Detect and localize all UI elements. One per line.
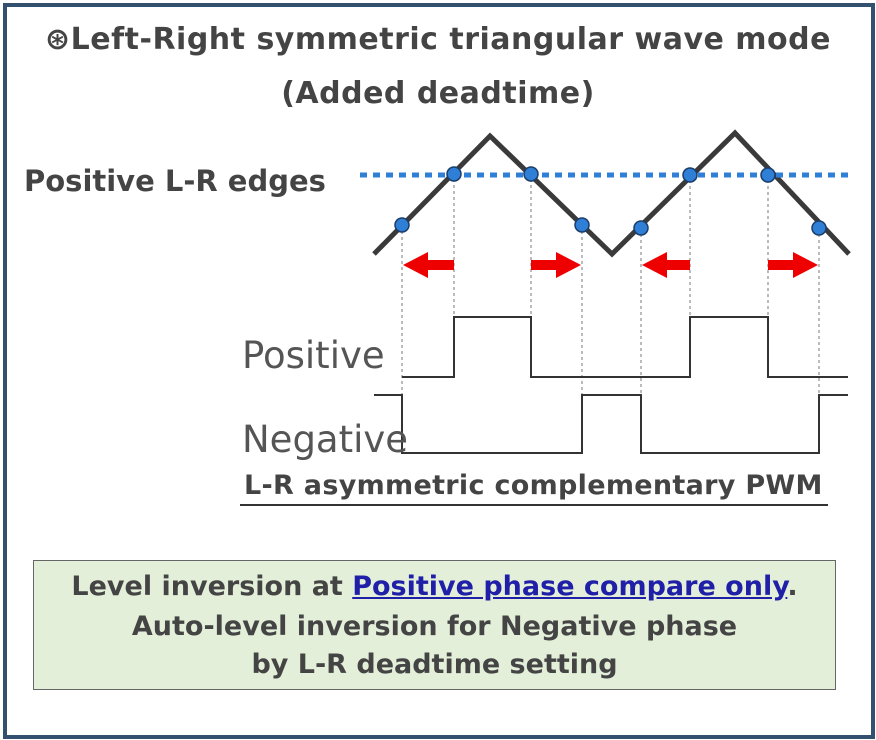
positive-edges-label: Positive L-R edges	[24, 164, 326, 198]
positive-signal-label: Positive	[242, 334, 385, 377]
note-line-3: by L-R deadtime setting	[251, 649, 618, 680]
note-line-1: Level inversion at Positive phase compar…	[34, 571, 835, 602]
marker-6	[682, 167, 698, 183]
note-line-1-prefix: Level inversion at	[71, 571, 353, 602]
guide-lines	[401, 173, 820, 395]
marker-2	[446, 166, 462, 182]
triangle-carrier-wave	[372, 129, 851, 258]
positive-pwm-waveform	[402, 316, 848, 378]
note-line-2: Auto-level inversion for Negative phase	[131, 611, 738, 642]
note-box: Level inversion at Positive phase compar…	[33, 560, 836, 690]
marker-8	[811, 220, 827, 236]
arrow-left-1	[403, 252, 454, 278]
pwm-mode-label: L-R asymmetric complementary PWM	[244, 470, 823, 501]
arrow-left-2	[642, 252, 690, 278]
negative-pwm-waveform	[374, 394, 848, 454]
marker-7	[760, 167, 776, 183]
positive-phase-compare-link[interactable]: Positive phase compare only	[352, 571, 788, 602]
title-line-1: ⊛Left-Right symmetric triangular wave mo…	[45, 22, 831, 57]
marker-5	[633, 220, 649, 236]
marker-3	[523, 166, 539, 182]
marker-1	[394, 217, 410, 233]
edge-markers	[394, 166, 827, 236]
arrow-right-1	[531, 252, 581, 278]
marker-4	[574, 217, 590, 233]
title-line-2: (Added deadtime)	[281, 76, 595, 111]
deadtime-arrows	[403, 252, 818, 278]
arrow-right-2	[768, 252, 818, 278]
note-line-1-suffix: .	[787, 571, 798, 602]
negative-signal-label: Negative	[242, 418, 409, 461]
